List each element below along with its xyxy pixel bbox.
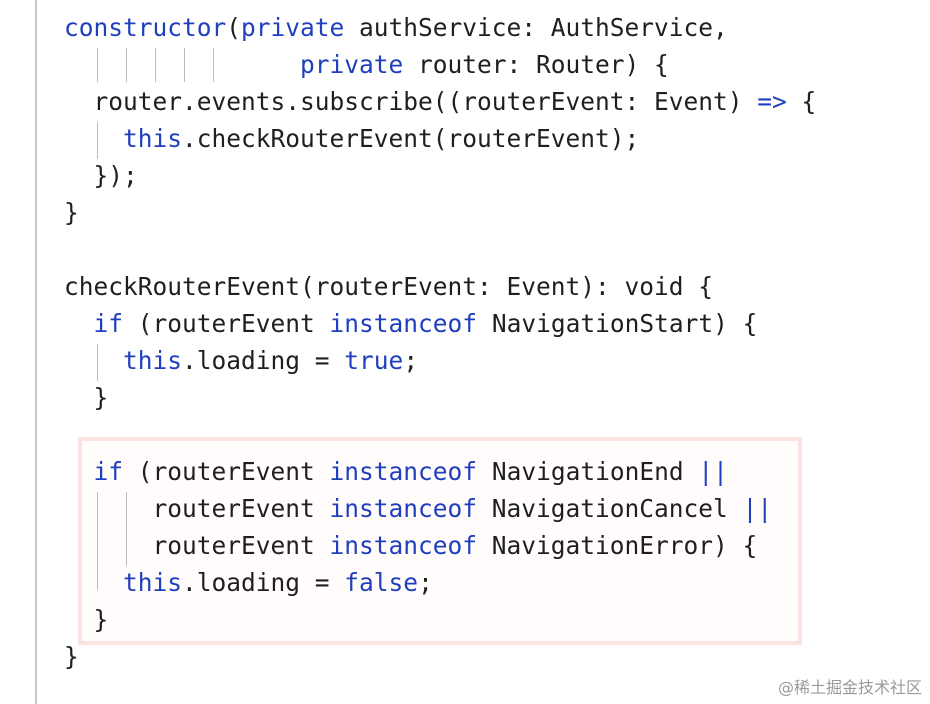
code-keyword: || bbox=[742, 494, 773, 523]
code-token: router: Router) { bbox=[403, 50, 669, 79]
code-token: router.events.subscribe((routerEvent: Ev… bbox=[93, 87, 758, 116]
code-token: NavigationEnd bbox=[477, 457, 699, 486]
code-token: routerEvent bbox=[152, 531, 330, 560]
code-token bbox=[64, 346, 123, 375]
code-keyword: instanceof bbox=[329, 494, 478, 523]
code-token bbox=[64, 383, 94, 412]
code-token bbox=[64, 309, 94, 338]
code-token bbox=[64, 124, 123, 153]
code-token: { bbox=[786, 87, 817, 116]
code-keyword: if bbox=[93, 309, 124, 338]
code-keyword: this bbox=[123, 124, 183, 153]
code-token bbox=[64, 531, 153, 560]
code-token: }); bbox=[93, 161, 138, 190]
code-token: .loading = bbox=[182, 346, 345, 375]
code-token bbox=[64, 494, 153, 523]
code-line: }); bbox=[64, 157, 138, 194]
code-token: .loading = bbox=[182, 568, 345, 597]
code-token: authService: AuthService, bbox=[344, 13, 728, 42]
code-line: this.loading = true; bbox=[64, 342, 418, 379]
code-token: NavigationStart) { bbox=[477, 309, 758, 338]
code-keyword: true bbox=[344, 346, 404, 375]
code-keyword: if bbox=[93, 457, 124, 486]
indent-guide bbox=[97, 48, 98, 82]
indent-guide bbox=[97, 122, 98, 159]
code-line: private router: Router) { bbox=[64, 46, 669, 83]
code-token: } bbox=[64, 642, 79, 671]
code-keyword: instanceof bbox=[329, 531, 478, 560]
code-token: NavigationCancel bbox=[477, 494, 743, 523]
code-keyword: constructor bbox=[64, 13, 227, 42]
code-token: routerEvent bbox=[152, 494, 330, 523]
code-token bbox=[64, 605, 94, 634]
code-token: .checkRouterEvent(routerEvent); bbox=[182, 124, 640, 153]
code-line: router.events.subscribe((routerEvent: Ev… bbox=[64, 83, 817, 120]
code-token bbox=[64, 50, 300, 79]
code-token bbox=[64, 87, 94, 116]
code-line: routerEvent instanceof NavigationCancel … bbox=[64, 490, 773, 527]
code-line: } bbox=[64, 638, 79, 675]
code-token: checkRouterEvent(routerEvent: Event): vo… bbox=[64, 272, 714, 301]
watermark: @稀土掘金技术社区 bbox=[777, 678, 922, 697]
code-token bbox=[64, 568, 123, 597]
code-line: } bbox=[64, 379, 109, 416]
code-token: ; bbox=[418, 568, 433, 597]
code-keyword: instanceof bbox=[329, 309, 478, 338]
indent-guide bbox=[97, 344, 98, 381]
code-line: this.loading = false; bbox=[64, 564, 433, 601]
code-keyword: private bbox=[241, 13, 345, 42]
code-keyword: instanceof bbox=[329, 457, 478, 486]
code-keyword: => bbox=[757, 87, 787, 116]
code-line: checkRouterEvent(routerEvent: Event): vo… bbox=[64, 268, 713, 305]
code-keyword: this bbox=[123, 346, 183, 375]
code-token: ( bbox=[226, 13, 242, 42]
code-line: constructor(private authService: AuthSer… bbox=[64, 9, 728, 46]
code-line: if (routerEvent instanceof NavigationEnd… bbox=[64, 453, 728, 490]
code-token: NavigationError) { bbox=[477, 531, 758, 560]
code-token: } bbox=[93, 605, 109, 634]
indent-guide bbox=[155, 48, 156, 82]
code-line: } bbox=[64, 601, 109, 638]
indent-guide bbox=[126, 48, 127, 82]
code-keyword: private bbox=[300, 50, 404, 79]
code-token: (routerEvent bbox=[123, 309, 330, 338]
code-line: } bbox=[64, 194, 79, 231]
indent-guide bbox=[126, 492, 127, 566]
gutter-divider bbox=[35, 0, 37, 704]
code-token bbox=[64, 457, 94, 486]
code-line: if (routerEvent instanceof NavigationSta… bbox=[64, 305, 758, 342]
code-keyword: false bbox=[344, 568, 419, 597]
code-line: this.checkRouterEvent(routerEvent); bbox=[64, 120, 639, 157]
code-keyword: || bbox=[698, 457, 728, 486]
code-token: ; bbox=[403, 346, 419, 375]
code-line: routerEvent instanceof NavigationError) … bbox=[64, 527, 758, 564]
code-token: } bbox=[64, 198, 79, 227]
highlight-box bbox=[78, 437, 802, 645]
indent-guide bbox=[97, 492, 98, 590]
code-token bbox=[64, 161, 94, 190]
indent-guide bbox=[184, 48, 185, 82]
code-token: } bbox=[93, 383, 109, 412]
code-token: (routerEvent bbox=[123, 457, 330, 486]
indent-guide bbox=[213, 48, 214, 82]
code-keyword: this bbox=[123, 568, 183, 597]
